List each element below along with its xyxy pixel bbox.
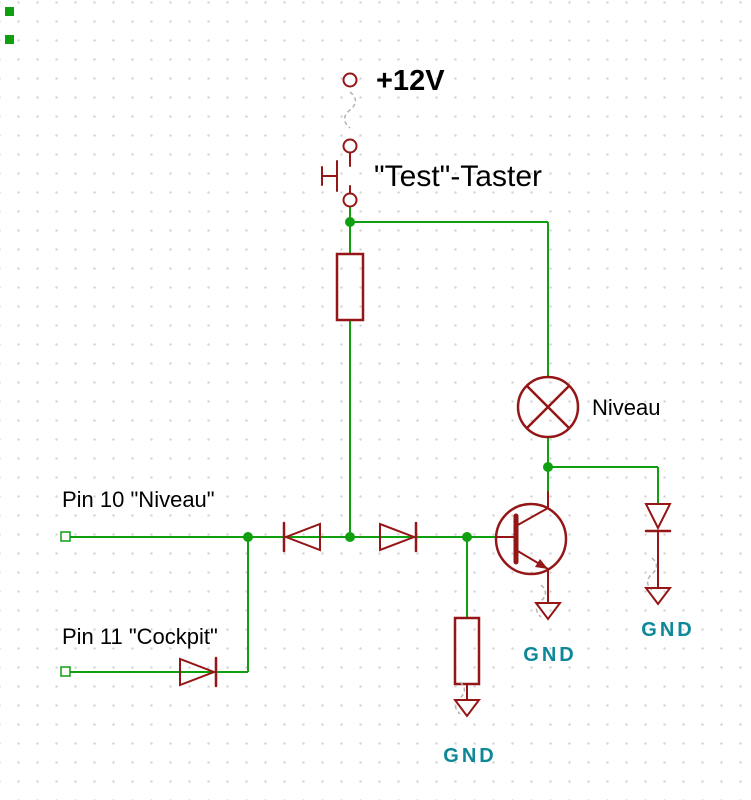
gnd-arrow-icon [644, 587, 672, 606]
diode-triangle [644, 503, 672, 531]
gnd-label-diode: GND [641, 619, 694, 641]
lamp-cross [525, 384, 571, 430]
gnd-label-resistor: GND [443, 745, 496, 767]
lamp-label: Niveau [592, 395, 660, 420]
net-pin-square-pin10 [60, 531, 71, 542]
ghost-outline-icon [454, 681, 466, 715]
lamp-body [516, 375, 580, 439]
pin10-net-label: Pin 10 "Niveau" [62, 487, 215, 512]
diode-right-pointing [379, 521, 418, 553]
gnd-arrow-icon [453, 699, 481, 718]
gnd-arrow-icon [534, 602, 562, 621]
pullup-resistor [335, 252, 365, 322]
junction-dot [462, 532, 472, 542]
gnd-symbol-resistor [453, 681, 481, 718]
test-button-label: "Test"-Taster [374, 160, 542, 193]
junction-dot [345, 532, 355, 542]
npn-transistor [494, 491, 568, 604]
ghost-outline-icon [343, 91, 357, 129]
ghost-outline-icon [646, 557, 658, 591]
push-button-test [321, 138, 358, 208]
transistor-body [494, 502, 568, 576]
diode-left-pointing [282, 521, 321, 553]
diode-triangle [179, 657, 217, 687]
pin11-net-label: Pin 11 "Cockpit" [62, 624, 218, 649]
junction-dot [345, 217, 355, 227]
emitter-arrow-icon [535, 559, 548, 569]
diode-triangle [379, 522, 417, 552]
canvas-marker-icon [5, 7, 14, 16]
net-wires [70, 207, 659, 673]
switch-pin-circle [342, 138, 358, 154]
supply-symbol-12v [342, 72, 358, 129]
gnd-label-transistor: GND [523, 644, 576, 666]
diode-cockpit-line [179, 656, 218, 688]
transistor-collector [515, 507, 549, 527]
lamp-symbol [516, 375, 580, 439]
junction-dot [243, 532, 253, 542]
gnd-symbol-diode [644, 557, 672, 606]
base-resistor [453, 616, 481, 686]
net-pin-square-pin11 [60, 666, 71, 677]
supply-pin-circle [342, 72, 358, 88]
supply-voltage-label: +12V [376, 65, 445, 97]
switch-pin-circle [342, 192, 358, 208]
diode-triangle [283, 522, 321, 552]
diode-to-gnd-right [644, 503, 672, 589]
canvas-marker-icon [5, 35, 14, 44]
gnd-symbol-transistor [534, 584, 562, 621]
junction-dot [543, 462, 553, 472]
ghost-outline-icon [535, 584, 547, 618]
